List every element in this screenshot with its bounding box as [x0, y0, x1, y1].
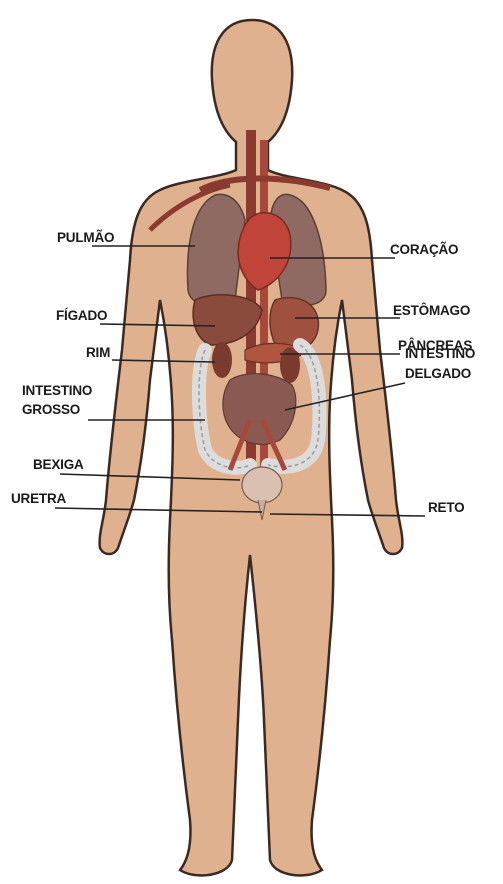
- label-bexiga: BEXIGA: [33, 457, 84, 472]
- label-coracao: CORAÇÃO: [390, 242, 458, 257]
- label-rim: RIM: [86, 345, 110, 360]
- label-intestino-delgado-1: INTESTINO: [405, 346, 475, 361]
- label-intestino-grosso-2: GROSSO: [22, 402, 80, 417]
- label-intestino-delgado-2: DELGADO: [405, 366, 471, 381]
- label-pulmao: PULMÃO: [57, 230, 114, 245]
- label-intestino-grosso-1: INTESTINO: [22, 383, 92, 398]
- label-uretra: URETRA: [11, 491, 66, 506]
- label-figado: FÍGADO: [56, 308, 107, 323]
- label-estomago: ESTÔMAGO: [393, 303, 470, 318]
- label-reto: RETO: [428, 500, 464, 515]
- bladder: [242, 467, 282, 503]
